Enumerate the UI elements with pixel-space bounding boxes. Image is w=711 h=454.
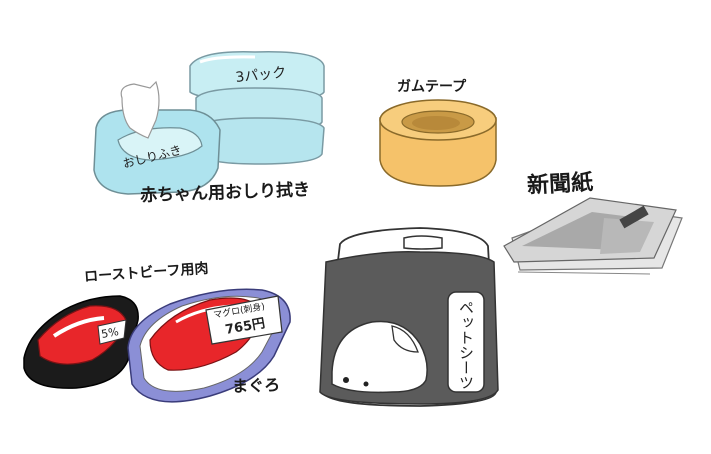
roast-beef-pack: 5% (23, 295, 139, 389)
pet-sheet-label: ペットシーツ (457, 300, 475, 390)
tuna-tag-price: 765円 (224, 316, 266, 338)
tape-caption: ガムテープ (397, 79, 467, 95)
wipes-box: おしりふき (93, 80, 221, 195)
tuna-pack: マグロ(刺身) 765円 (127, 288, 291, 403)
tape-roll (379, 99, 497, 187)
wipes-pack-label: 3パック (235, 65, 287, 86)
tissue-sheet (120, 80, 160, 139)
wipes-three-pack: 3パック (189, 51, 325, 165)
newspaper-stack (503, 197, 683, 275)
newspaper-caption: 新聞紙 (526, 170, 594, 199)
roast-beef-price-tag: 5% (100, 325, 119, 341)
pet-sheet-bag: ペットシーツ (319, 227, 499, 407)
tuna-caption: まぐろ (231, 375, 281, 396)
